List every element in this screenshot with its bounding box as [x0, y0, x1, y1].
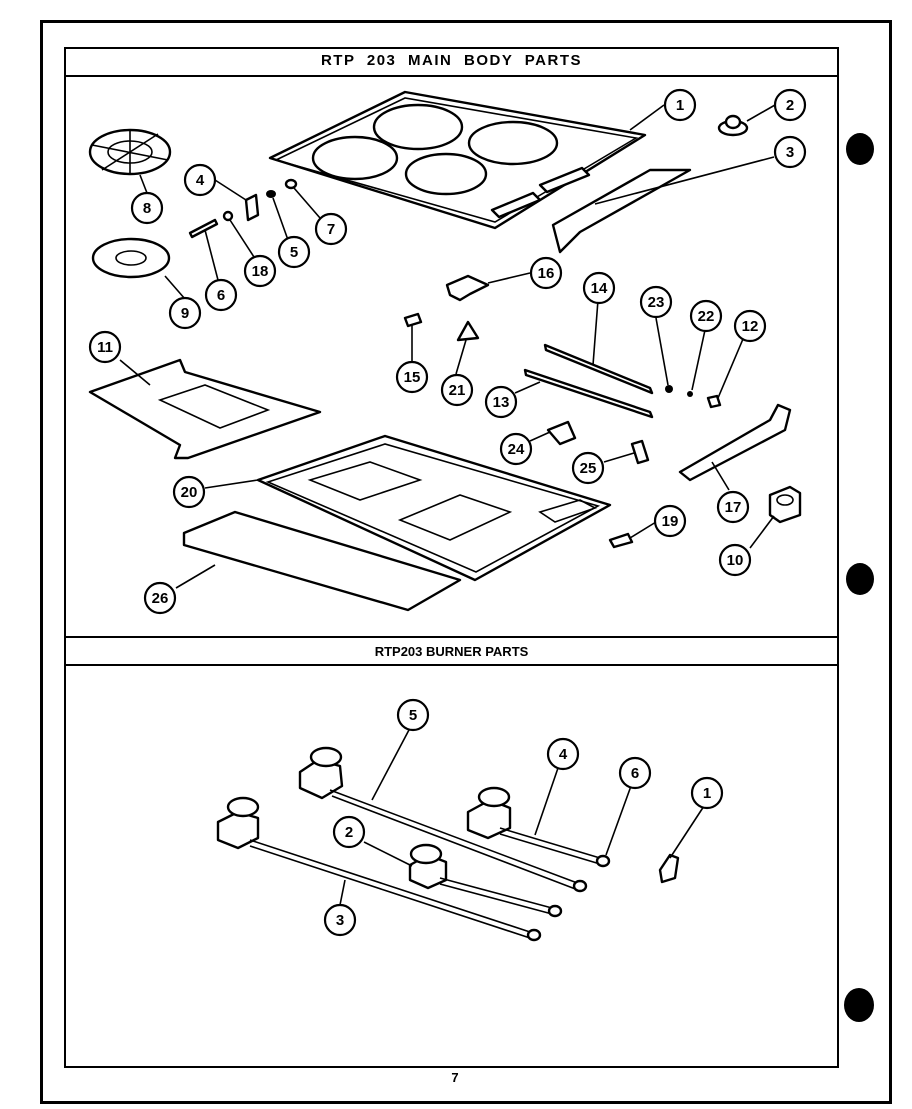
burner-assemblies	[216, 746, 680, 942]
callout-13: 13	[484, 385, 518, 419]
callout-26: 26	[143, 581, 177, 615]
callout-18-label: 18	[252, 263, 269, 280]
callout-25: 25	[571, 451, 605, 485]
diagram-frame	[64, 47, 839, 1068]
callout-11-label: 11	[97, 339, 113, 356]
callout-26-label: 26	[152, 590, 169, 607]
callout-23: 23	[639, 285, 673, 319]
callout-9-label: 9	[181, 305, 189, 322]
callout-5-label: 5	[290, 244, 298, 261]
callout-12: 12	[733, 309, 767, 343]
burner-grate-part	[88, 128, 172, 176]
manifold-part	[678, 403, 792, 482]
callout-3-label: 3	[786, 144, 794, 161]
burner-callout-1-label: 1	[703, 785, 711, 802]
burner-callout-3: 3	[323, 903, 357, 937]
callout-8-label: 8	[143, 200, 151, 217]
callout-16: 16	[529, 256, 563, 290]
callout-25-label: 25	[580, 460, 597, 477]
burner-callout-2-label: 2	[345, 824, 353, 841]
callout-7-label: 7	[327, 221, 335, 238]
callout-12-label: 12	[742, 318, 759, 335]
callout-4-label: 4	[196, 172, 205, 189]
binder-hole-top	[846, 133, 874, 165]
burner-parts-title: RTP203 BURNER PARTS	[64, 636, 839, 666]
cooktop-top-panel	[268, 90, 647, 230]
callout-19: 19	[653, 504, 687, 538]
callout-24: 24	[499, 432, 533, 466]
tray-part	[182, 510, 462, 612]
callout-5: 5	[277, 235, 311, 269]
callout-17-label: 17	[725, 499, 742, 516]
burner-callout-2: 2	[332, 815, 366, 849]
callout-11: 11	[88, 330, 122, 364]
page-border	[40, 20, 892, 1104]
mounting-hardware	[188, 178, 298, 239]
control-rods	[523, 343, 654, 419]
callout-21-label: 21	[449, 382, 466, 399]
binder-hole-middle	[846, 563, 874, 595]
callout-1: 1	[663, 88, 697, 122]
callout-7: 7	[314, 212, 348, 246]
callout-23-label: 23	[648, 294, 665, 311]
callout-4: 4	[183, 163, 217, 197]
callout-22: 22	[689, 299, 723, 333]
callout-9: 9	[168, 296, 202, 330]
main-body-parts-title: RTP 203 MAIN BODY PARTS	[64, 47, 839, 77]
callout-18: 18	[243, 254, 277, 288]
insulation-pad-part	[88, 358, 322, 460]
callout-2-label: 2	[786, 97, 794, 114]
callout-14-label: 14	[591, 280, 608, 297]
main-leader-lines	[119, 104, 776, 589]
callout-14: 14	[582, 271, 616, 305]
callout-22-label: 22	[698, 308, 715, 325]
igniter-switch-part	[768, 485, 802, 524]
main-body-pan-part	[256, 434, 612, 582]
drip-pan-part	[91, 237, 171, 279]
burner-callout-1: 1	[690, 776, 724, 810]
callout-13-label: 13	[493, 394, 510, 411]
callout-24-label: 24	[508, 441, 525, 458]
callout-16-label: 16	[538, 265, 555, 282]
callout-19-label: 19	[662, 513, 679, 530]
callout-21: 21	[440, 373, 474, 407]
callout-20-label: 20	[181, 484, 198, 501]
small-fittings	[546, 385, 722, 549]
trim-strip-part	[551, 168, 692, 254]
page-number: 7	[451, 1070, 459, 1085]
callout-6: 6	[204, 278, 238, 312]
callout-15-label: 15	[404, 369, 421, 386]
burner-leader-lines	[339, 727, 705, 906]
callout-17: 17	[716, 490, 750, 524]
callout-3: 3	[773, 135, 807, 169]
callout-8: 8	[130, 191, 164, 225]
burner-callout-4-label: 4	[559, 746, 568, 763]
callout-10-label: 10	[727, 552, 744, 569]
burner-callout-6: 6	[618, 756, 652, 790]
callout-20: 20	[172, 475, 206, 509]
burner-callout-5-label: 5	[409, 707, 417, 724]
burner-callout-5: 5	[396, 698, 430, 732]
binder-hole-bottom	[844, 988, 874, 1022]
callout-2: 2	[773, 88, 807, 122]
knob-cap-part	[717, 114, 749, 137]
burner-callout-3-label: 3	[336, 912, 344, 929]
callout-15: 15	[395, 360, 429, 394]
callout-6-label: 6	[217, 287, 225, 304]
valve-components	[403, 274, 490, 342]
callout-10: 10	[718, 543, 752, 577]
callout-1-label: 1	[676, 97, 684, 114]
burner-callout-6-label: 6	[631, 765, 639, 782]
burner-callout-4: 4	[546, 737, 580, 771]
